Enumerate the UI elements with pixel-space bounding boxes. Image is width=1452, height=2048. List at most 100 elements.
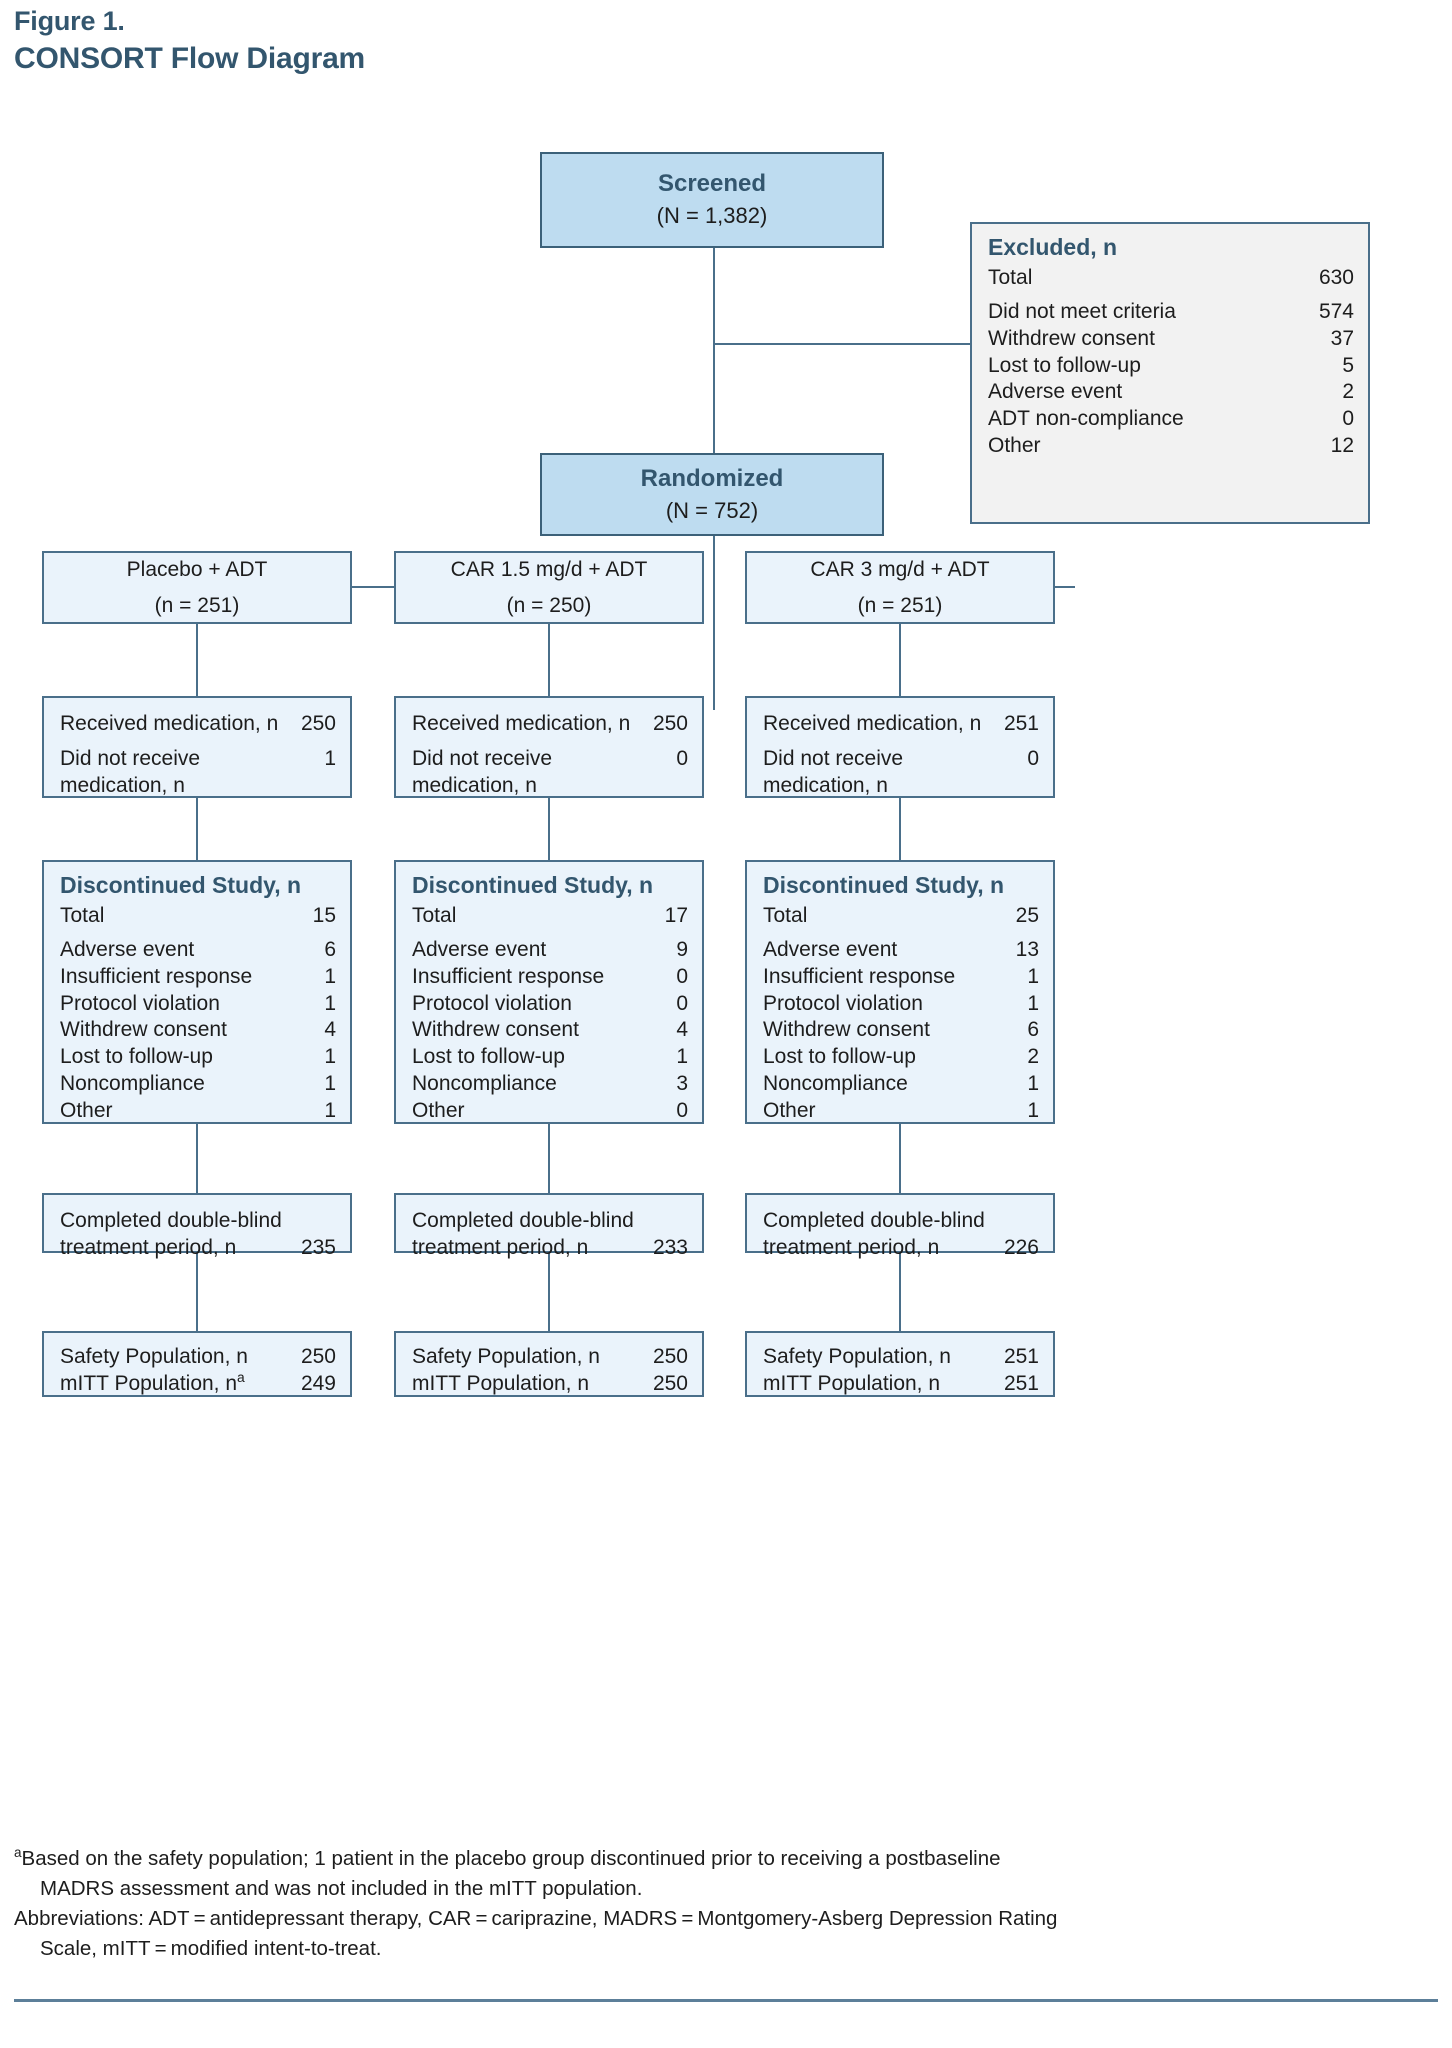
row-value: 0	[1027, 746, 1039, 770]
footnote-a-line2: MADRS assessment and was not included in…	[40, 1876, 643, 1900]
row-value: 2	[1342, 380, 1354, 404]
completed-row: treatment period, n 226	[763, 1235, 1039, 1262]
completed-box-car15: Completed double-blind treatment period,…	[394, 1193, 704, 1259]
row-label: Lost to follow-up	[763, 1045, 916, 1069]
row-value: 6	[324, 937, 336, 961]
footnote-marker: a	[237, 1368, 245, 1385]
randomized-box: Randomized (N = 752)	[540, 453, 884, 536]
row-label: Did not receive	[412, 746, 553, 770]
excluded-row: Adverse event 2	[988, 379, 1354, 406]
completed-line1: Completed double-blind	[60, 1209, 282, 1232]
discontinued-row: Other 1	[60, 1098, 336, 1125]
row-label: Adverse event	[60, 937, 195, 961]
not-received-row-line2: medication, n	[412, 774, 537, 798]
excluded-row: Lost to follow-up 5	[988, 353, 1354, 380]
discontinued-row: Insufficient response 1	[763, 964, 1039, 991]
abbreviations-line2: Scale, mITT = modified intent-to-treat.	[40, 1936, 382, 1960]
row-value: 12	[1330, 434, 1354, 458]
completed-row: treatment period, n 233	[412, 1235, 688, 1262]
discontinued-row: Other 1	[763, 1098, 1039, 1125]
discontinued-row: Withdrew consent 4	[60, 1017, 336, 1044]
arm-name: CAR 1.5 mg/d + ADT	[450, 558, 648, 582]
page-title: CONSORT Flow Diagram	[14, 42, 366, 76]
row-label: mITT Population, n	[412, 1371, 590, 1395]
row-label: Insufficient response	[763, 964, 956, 988]
arm-name: Placebo + ADT	[126, 558, 268, 582]
discontinued-row: Noncompliance 1	[60, 1071, 336, 1098]
discontinued-row: Protocol violation 1	[763, 991, 1039, 1018]
arm-count: (n = 251)	[857, 593, 943, 617]
screened-count: (N = 1,382)	[656, 203, 768, 229]
row-value: 4	[324, 1018, 336, 1042]
row-label: Withdrew consent	[763, 1018, 930, 1042]
safety-population-row: Safety Population, n 250	[412, 1344, 688, 1371]
row-value: 1	[676, 1045, 688, 1069]
connector-arm1-to-discontinued	[196, 798, 198, 860]
excluded-row: Total 630	[988, 265, 1354, 292]
footnote-a-line1: aBased on the safety population; 1 patie…	[14, 1845, 1001, 1870]
row-label: Noncompliance	[60, 1072, 205, 1096]
row-label: Received medication, n	[763, 712, 982, 735]
discontinued-row: Lost to follow-up 1	[412, 1044, 688, 1071]
row-label: mITT Population, n	[763, 1371, 941, 1395]
row-value: 0	[676, 964, 688, 988]
footnote-marker-a: a	[14, 1845, 22, 1861]
arm-box-car3: CAR 3 mg/d + ADT (n = 251)	[745, 551, 1055, 624]
discontinued-row: Other 0	[412, 1098, 688, 1125]
row-value: 1	[324, 1045, 336, 1069]
row-value: 0	[676, 746, 688, 770]
footnotes: aBased on the safety population; 1 patie…	[14, 1845, 1438, 1965]
row-value: 250	[300, 1345, 336, 1368]
connector-arm3-to-discontinued	[899, 798, 901, 860]
row-label: Safety Population, n	[763, 1345, 951, 1368]
not-received-row: Did not receive 1	[60, 745, 336, 773]
row-label: Protocol violation	[763, 991, 923, 1015]
row-label: Noncompliance	[763, 1072, 908, 1096]
row-label: Other	[60, 1099, 113, 1123]
row-value: 1	[324, 1099, 336, 1123]
row-label: Protocol violation	[60, 991, 220, 1015]
discontinued-row: Total 15	[60, 903, 336, 930]
row-value: 6	[1027, 1018, 1039, 1042]
discontinued-row: Noncompliance 3	[412, 1071, 688, 1098]
discontinued-row: Adverse event 9	[412, 937, 688, 964]
not-received-row-line2: medication, n	[60, 774, 185, 798]
connector-arm2-to-received	[548, 624, 550, 696]
row-label: Total	[60, 903, 105, 927]
row-label: Received medication, n	[412, 712, 631, 735]
population-box-car3: Safety Population, n 251 mITT Population…	[745, 1331, 1055, 1397]
row-label: Total	[988, 265, 1033, 289]
row-value: 13	[1015, 937, 1039, 961]
not-received-row-line2: medication, n	[763, 774, 888, 798]
row-label: Withdrew consent	[60, 1018, 227, 1042]
row-label: ADT non-compliance	[988, 407, 1184, 431]
excluded-row: Did not meet criteria 574	[988, 299, 1354, 326]
row-value: 249	[300, 1371, 336, 1395]
row-label: Noncompliance	[412, 1072, 557, 1096]
excluded-row: ADT non-compliance 0	[988, 406, 1354, 433]
received-row: Received medication, n 250	[412, 710, 688, 738]
excluded-row: Other 12	[988, 433, 1354, 460]
completed-box-car3: Completed double-blind treatment period,…	[745, 1193, 1055, 1259]
mitt-population-row: mITT Population, na 249	[60, 1368, 336, 1398]
discontinued-heading: Discontinued Study, n	[60, 872, 302, 898]
row-value: 1	[1027, 1072, 1039, 1096]
excluded-box: Excluded, n Total 630 Did not meet crite…	[970, 222, 1370, 524]
row-value: 3	[676, 1072, 688, 1096]
safety-population-row: Safety Population, n 251	[763, 1344, 1039, 1371]
row-value: 2	[1027, 1045, 1039, 1069]
randomized-count: (N = 752)	[665, 497, 759, 523]
row-value: 250	[652, 1345, 688, 1368]
row-value: 0	[1342, 407, 1354, 431]
row-label: Lost to follow-up	[412, 1045, 565, 1069]
discontinued-box-car15: Discontinued Study, n Total 17 Adverse e…	[394, 860, 704, 1124]
excluded-rows: Total 630 Did not meet criteria 574 With…	[988, 265, 1354, 460]
screened-title: Screened	[657, 170, 767, 198]
completed-line1: Completed double-blind	[412, 1209, 634, 1232]
row-value: 251	[1003, 1371, 1039, 1395]
row-value: 25	[1015, 903, 1039, 927]
discontinued-heading: Discontinued Study, n	[412, 872, 654, 898]
discontinued-row: Protocol violation 1	[60, 991, 336, 1018]
row-label: Did not receive	[763, 746, 904, 770]
figure-header: Figure 1. CONSORT Flow Diagram	[14, 6, 1434, 78]
